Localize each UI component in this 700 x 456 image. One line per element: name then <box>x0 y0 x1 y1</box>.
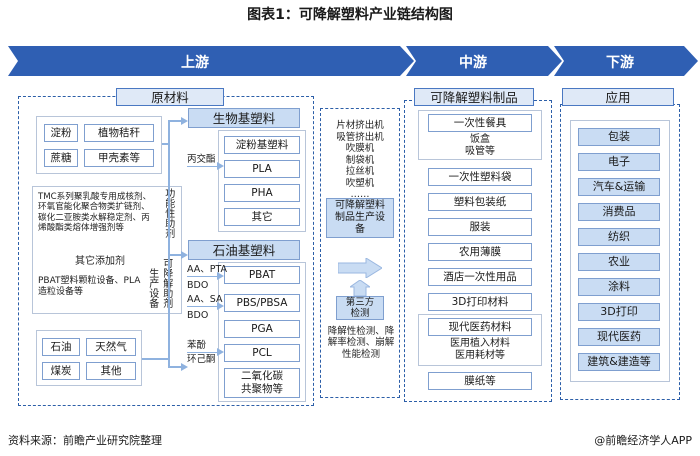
tableware-sub: 饭盒 吸管等 <box>465 134 495 157</box>
petro-input-bdo-1: BDO <box>187 280 209 291</box>
connector-bottom <box>168 366 182 368</box>
arrow-to-bottom <box>181 363 188 371</box>
petro-line-1 <box>187 276 217 277</box>
connector-bio <box>162 143 170 145</box>
petro-input-aa-sa: AA、SA <box>187 294 223 305</box>
product-tableware: 一次性餐具 <box>428 114 532 132</box>
third-party-text: 降解性检测、降解率检测、崩解性能检测 <box>327 326 395 360</box>
stage-downstream: 下游 <box>606 55 634 71</box>
other-additives-title: 其它添加剂 <box>75 256 125 267</box>
source-oil: 石油 <box>42 338 80 356</box>
petro-arrow-3 <box>217 348 224 356</box>
source-chitin: 甲壳素等 <box>84 149 154 167</box>
lactide-arrow <box>217 162 224 170</box>
petro-input-bdo-2: BDO <box>187 310 209 321</box>
mid-arrow <box>338 258 382 278</box>
petro-pcl: PCL <box>224 344 300 362</box>
functional-additives-text: TMC系列聚乳酸专用成核剂、环氧官能化聚合物类扩链剂、碳化二亚胺类水解稳定剂、丙… <box>38 192 152 233</box>
equipment-label: 生产设备 <box>146 268 158 308</box>
app-medicine: 现代医药 <box>578 328 660 346</box>
app-electronics: 电子 <box>578 153 660 171</box>
bio-pla: PLA <box>224 160 300 178</box>
petro-pbs: PBS/PBSA <box>224 294 300 312</box>
petro-pbat: PBAT <box>224 266 300 284</box>
downstream-chevron <box>554 46 698 76</box>
midstream-equipment-frame <box>320 108 400 398</box>
petro-line-3 <box>187 352 217 353</box>
petro-pga: PGA <box>224 320 300 338</box>
bio-based-header: 生物基塑料 <box>188 108 300 128</box>
product-wrapping-paper: 塑料包装纸 <box>428 193 532 211</box>
equipment-text: PBAT塑料颗粒设备、PLA造粒设备等 <box>38 276 141 297</box>
source-sucrose: 蔗糖 <box>44 149 78 167</box>
petro-arrow-2 <box>217 302 224 310</box>
bio-other: 其它 <box>224 208 300 226</box>
source-starch: 淀粉 <box>44 124 78 142</box>
product-medical: 现代医药材料 <box>428 318 532 336</box>
source-gas: 天然气 <box>86 338 136 356</box>
product-clothing: 服装 <box>428 218 532 236</box>
upstream-chevron <box>8 46 414 76</box>
petro-arrow-1 <box>217 272 224 280</box>
petro-line-2 <box>187 306 217 307</box>
product-hotel: 酒店一次性用品 <box>428 268 532 286</box>
app-packaging: 包装 <box>578 128 660 146</box>
arrow-to-bio <box>181 117 188 125</box>
additives-group <box>32 186 182 314</box>
app-textile: 纺织 <box>578 228 660 246</box>
app-construction: 建筑&建造等 <box>578 353 660 371</box>
downstream-header: 应用 <box>562 88 674 106</box>
app-3d-printing: 3D打印 <box>578 303 660 321</box>
product-agri-film: 农用薄膜 <box>428 243 532 261</box>
source-other: 其他 <box>86 362 136 380</box>
mid-equipment-list: 片材挤出机 吸管挤出机 吹膜机 制袋机 拉丝机 吹塑机 …… <box>336 120 384 201</box>
third-party-label: 第三方检测 <box>336 296 384 320</box>
stage-midstream: 中游 <box>459 55 487 71</box>
app-coatings: 涂料 <box>578 278 660 296</box>
stage-chevrons <box>8 46 698 76</box>
connector-top <box>168 120 182 122</box>
auxiliary-label: 可降解助剂 <box>160 258 172 308</box>
stage-upstream: 上游 <box>181 55 209 71</box>
product-film-paper: 膜纸等 <box>428 372 532 390</box>
product-3d-material: 3D打印材料 <box>428 293 532 311</box>
midstream-chevron <box>406 46 562 76</box>
page-title: 图表1：可降解塑料产业链结构图 <box>247 7 453 23</box>
bio-pha: PHA <box>224 184 300 202</box>
petro-based-header: 石油基塑料 <box>188 240 300 260</box>
source-note: 资料来源：前瞻产业研究院整理 <box>8 434 162 447</box>
upstream-header: 原材料 <box>116 88 224 106</box>
source-coal: 煤炭 <box>42 362 80 380</box>
lactide-line <box>187 166 217 167</box>
source-straw: 植物秸秆 <box>84 124 154 142</box>
app-automotive: 汽车&运输 <box>578 178 660 196</box>
petro-input-phenol: 苯酚 <box>187 340 207 351</box>
app-agriculture: 农业 <box>578 253 660 271</box>
products-header: 可降解塑料制品 <box>414 88 534 106</box>
bio-starch-plastic: 淀粉基塑料 <box>224 136 300 154</box>
medical-sub: 医用植入材料 医用耗材等 <box>450 338 510 361</box>
connector-fossil <box>142 358 170 360</box>
up-arrow <box>350 280 370 296</box>
petro-input-aa-pta: AA、PTA <box>187 264 228 275</box>
app-consumer: 消费品 <box>578 203 660 221</box>
petro-co2-copolymer: 二氧化碳共聚物等 <box>224 368 300 398</box>
lactide-label: 丙交酯 <box>187 154 216 165</box>
product-plastic-bag: 一次性塑料袋 <box>428 168 532 186</box>
mid-equipment-label: 可降解塑料制品生产设备 <box>326 198 394 238</box>
arrow-to-petro <box>181 251 188 259</box>
connector-mid <box>168 254 182 256</box>
petro-input-cyclohexanone: 环己酮 <box>187 354 216 365</box>
brand-note: @前瞻经济学人APP <box>594 434 692 447</box>
connector-vertical <box>168 120 170 368</box>
